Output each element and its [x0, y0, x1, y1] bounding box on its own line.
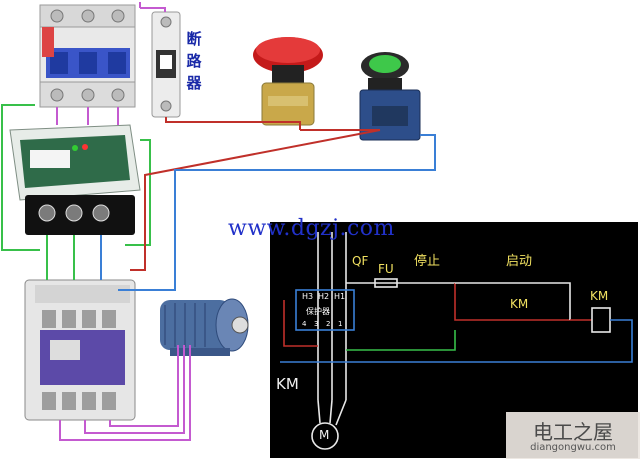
- fu-label: FU: [378, 262, 394, 276]
- relay-terminal-h2: H2: [318, 292, 330, 301]
- motor-label: M: [319, 428, 330, 442]
- relay-bottom-2: 2: [326, 320, 331, 328]
- stop-label: 停止: [414, 254, 441, 269]
- stop-button: [253, 37, 323, 126]
- watermark-url: www.dgzj.com: [228, 216, 395, 241]
- start-label: 启动: [506, 254, 533, 269]
- motor: [160, 298, 249, 356]
- site-badge-domain: diangongwu.com: [530, 442, 616, 453]
- relay-terminal-h3: H3: [302, 292, 314, 301]
- motor-protector: [9, 124, 141, 235]
- three-pole-breaker: [39, 4, 136, 108]
- breaker-label: 断路器: [186, 30, 202, 92]
- photo-wiring: [1, 2, 436, 441]
- contactor: [24, 279, 136, 421]
- qf-label: QF: [352, 254, 369, 268]
- site-badge: 电工之屋 diangongwu.com: [506, 412, 640, 459]
- relay-terminal-h1: H1: [334, 292, 346, 301]
- km-coil-label: KM: [590, 289, 609, 303]
- km-contact-label: KM: [510, 297, 529, 311]
- start-button: [359, 52, 421, 141]
- relay-name: 保护器: [306, 307, 330, 316]
- relay-bottom-3: 3: [314, 320, 319, 328]
- km-main-label: KM: [276, 375, 299, 393]
- site-badge-title: 电工之屋: [533, 420, 613, 444]
- relay-bottom-1: 1: [338, 320, 343, 328]
- relay-bottom-4: 4: [302, 320, 307, 328]
- single-pole-breaker: [151, 11, 181, 118]
- schematic-lines: [280, 232, 633, 450]
